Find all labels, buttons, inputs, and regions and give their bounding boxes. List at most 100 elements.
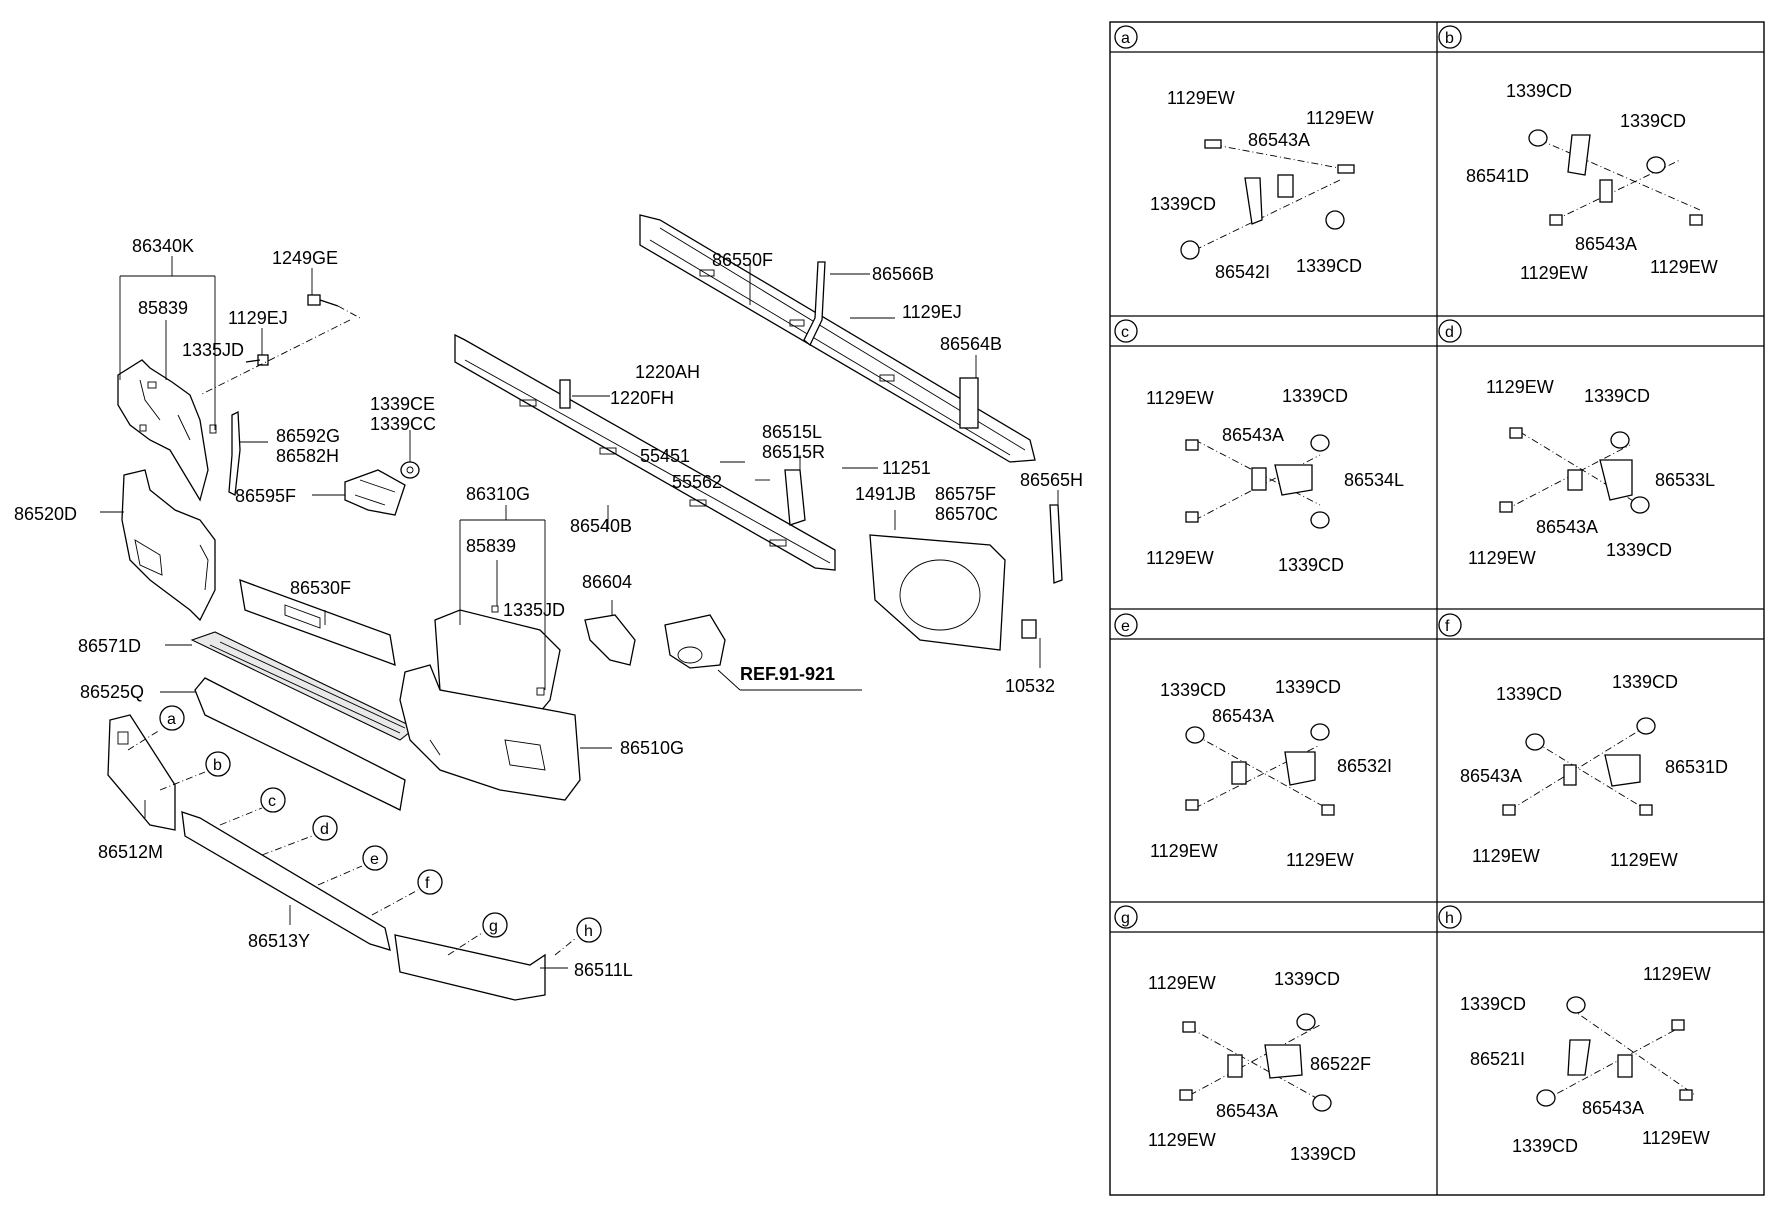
part-number-label: 1129EW xyxy=(1306,108,1374,128)
part-number-label: 1339CD xyxy=(1274,969,1340,989)
label-86595f: 86595F xyxy=(235,486,296,506)
part-number-label: 1129EW xyxy=(1150,841,1218,861)
fog-lamp-ref xyxy=(664,614,726,669)
part-number-label: 1129EW xyxy=(1643,964,1711,984)
bolt-1129ej-left xyxy=(245,354,269,366)
detail-panel-e: e 1339CD 1339CD 86543A 86532I 1129EW 112… xyxy=(1114,613,1392,870)
label-10532: 10532 xyxy=(1005,676,1055,696)
part-number-label: 1339CD xyxy=(1606,540,1672,560)
part-number-label: 1129EW xyxy=(1146,388,1214,408)
detail-panel-g: g 1129EW 1339CD 86522F 86543A 1129EW 133… xyxy=(1114,905,1371,1164)
end-cap-86512m xyxy=(107,714,176,831)
detail-panel-b: b 1339CD 1339CD 86541D 86543A 1129EW 112… xyxy=(1438,25,1718,283)
part-number-label: 1129EW xyxy=(1472,846,1540,866)
label-86525q: 86525Q xyxy=(80,682,144,702)
label-86512m: 86512M xyxy=(98,842,163,862)
part-number-label: 1129EW xyxy=(1642,1128,1710,1148)
label-86511l: 86511L xyxy=(574,960,633,980)
label-86565h: 86565H xyxy=(1020,470,1083,490)
label-86564b: 86564B xyxy=(940,334,1002,354)
detail-panels-grid xyxy=(1109,21,1765,1196)
label-85839-a: 85839 xyxy=(138,298,188,318)
part-number-label: g xyxy=(1121,910,1130,927)
part-number-label: 86543A xyxy=(1575,234,1637,254)
label-ref-91-921: REF.91-921 xyxy=(740,664,835,684)
label-86340k: 86340K xyxy=(132,236,194,256)
label-1339cc: 1339CC xyxy=(370,414,436,434)
part-number-label: 86543A xyxy=(1222,425,1284,445)
detail-panel-f: f 1339CD 1339CD 86543A 86531D 1129EW 112… xyxy=(1438,613,1728,870)
bumper-right-86510g xyxy=(399,664,581,801)
leader-lines xyxy=(100,256,1059,969)
part-number-label: 86543A xyxy=(1216,1101,1278,1121)
part-number-label: 86534L xyxy=(1344,470,1404,490)
label-86510g: 86510G xyxy=(620,738,684,758)
part-number-label: 1339CD xyxy=(1584,386,1650,406)
callout-b: b xyxy=(213,757,222,774)
lower-center-86513y xyxy=(181,811,391,951)
part-number-label: 1339CD xyxy=(1296,256,1362,276)
bracket-86595f xyxy=(344,469,406,516)
part-number-label: 1129EW xyxy=(1148,1130,1216,1150)
part-number-label: 86521I xyxy=(1470,1049,1525,1069)
label-1129ej-b: 1129EJ xyxy=(902,302,962,322)
part-number-label: 1339CD xyxy=(1496,684,1562,704)
label-86515l: 86515L xyxy=(762,422,822,442)
label-55562: 55562 xyxy=(672,472,722,492)
part-number-label: 86531D xyxy=(1665,757,1728,777)
part-number-label: 1339CD xyxy=(1275,677,1341,697)
label-1220fh: 1220FH xyxy=(610,388,674,408)
part-number-label: 1339CD xyxy=(1290,1144,1356,1164)
part-number-label: 86543A xyxy=(1248,130,1310,150)
callout-d: d xyxy=(320,821,329,838)
part-number-label: h xyxy=(1445,910,1454,927)
detail-panel-c: c 1129EW 1339CD 86543A 86534L 1129EW 133… xyxy=(1114,319,1404,575)
label-1220ah: 1220AH xyxy=(635,362,700,382)
callout-h: h xyxy=(584,923,593,940)
lower-right-86511l xyxy=(394,934,546,1001)
support-86570c xyxy=(869,534,1006,651)
label-86592g: 86592G xyxy=(276,426,340,446)
label-86520d: 86520D xyxy=(14,504,77,524)
part-number-label: 86522F xyxy=(1310,1054,1371,1074)
part-number-label: 1129EW xyxy=(1148,973,1216,993)
strip-86592g xyxy=(228,410,241,496)
part-number-label: 1129EW xyxy=(1610,850,1678,870)
part-number-label: e xyxy=(1121,618,1130,635)
label-86310g: 86310G xyxy=(466,484,530,504)
lower-panel-86525q xyxy=(194,677,406,811)
label-1491jb: 1491JB xyxy=(855,484,916,504)
callout-f: f xyxy=(425,875,430,892)
bracket-86340k xyxy=(117,359,217,502)
part-number-label: 86533L xyxy=(1655,470,1715,490)
part-number-label: 1129EW xyxy=(1286,850,1354,870)
bumper-end-86520d xyxy=(121,469,216,622)
callout-a: a xyxy=(167,711,176,728)
label-86604: 86604 xyxy=(582,572,632,592)
label-86513y: 86513Y xyxy=(248,931,310,951)
bracket-86515l xyxy=(784,469,806,526)
part-number-label: 86542I xyxy=(1215,262,1270,282)
grating-86571d xyxy=(190,631,417,741)
nut-1339ce xyxy=(400,461,420,479)
part-number-label: d xyxy=(1445,324,1454,341)
part-number-label: 1129EW xyxy=(1468,548,1536,568)
part-number-label: 1339CD xyxy=(1460,994,1526,1014)
label-1129ej-a: 1129EJ xyxy=(228,308,288,328)
callout-c: c xyxy=(268,793,276,810)
part-number-label: 1339CD xyxy=(1150,194,1216,214)
part-number-label: 1129EW xyxy=(1520,263,1588,283)
part-number-label: 1339CD xyxy=(1282,386,1348,406)
part-number-label: a xyxy=(1121,30,1130,47)
label-86575f: 86575F xyxy=(935,484,996,504)
bracket-86564b xyxy=(959,377,979,429)
label-11251: 11251 xyxy=(882,458,931,478)
part-number-label: 1129EW xyxy=(1146,548,1214,568)
strip-86565h xyxy=(1049,504,1063,584)
part-number-label: 1339CD xyxy=(1620,111,1686,131)
label-55451: 55451 xyxy=(640,446,690,466)
label-86570c: 86570C xyxy=(935,504,998,524)
label-86571d: 86571D xyxy=(78,636,141,656)
